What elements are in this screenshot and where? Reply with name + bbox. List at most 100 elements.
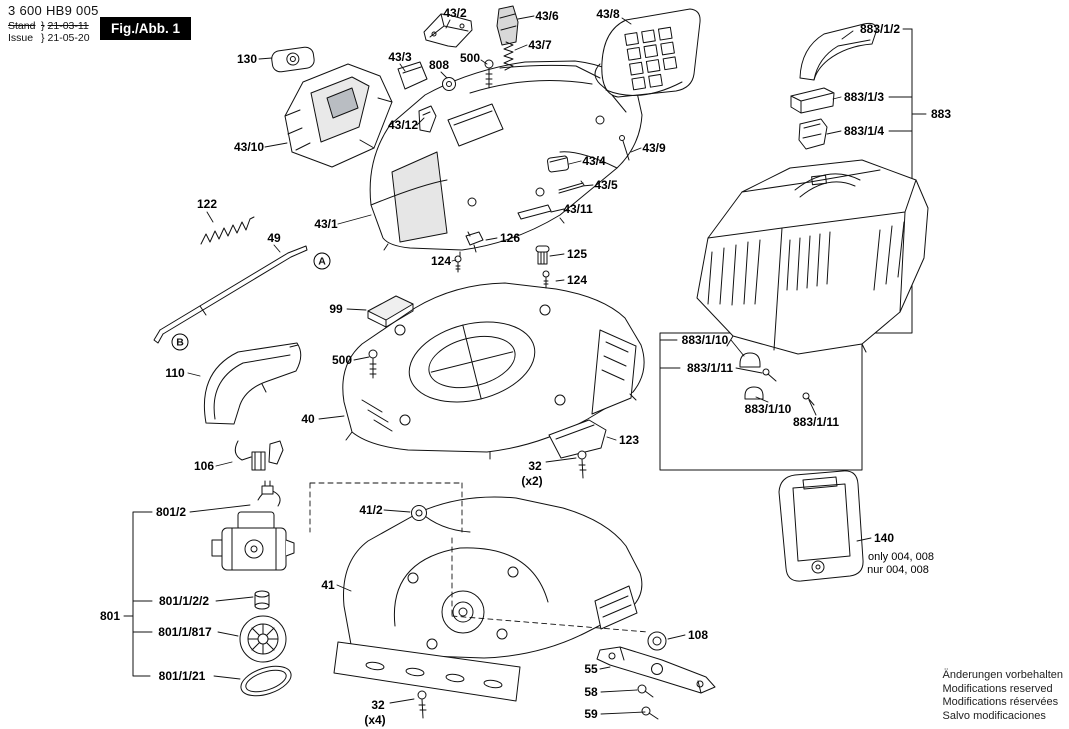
part-label-43-7: 43/7 (528, 38, 552, 52)
part-label-883-1-10: 883/1/10 (681, 333, 729, 347)
part-label-108: 108 (687, 628, 709, 642)
part-801-1-817-pulley (239, 615, 287, 663)
part-label-43-12: 43/12 (387, 118, 419, 132)
part-label-nur-004-008: nur 004, 008 (867, 564, 929, 576)
part-label-124: 124 (566, 273, 588, 287)
part-label-only-004-008: only 004, 008 (867, 551, 935, 563)
part-43-4 (547, 155, 569, 173)
part-43-5-pin (558, 180, 585, 194)
part-label-x4: (x4) (364, 713, 386, 727)
stand-row: Stand}21-03-11 (8, 20, 90, 32)
part-label-124: 124 (430, 254, 452, 268)
part-label-43-9: 43/9 (642, 141, 666, 155)
note-de: Änderungen vorbehalten (942, 669, 1063, 681)
revision-notes: Änderungen vorbehalten Modifications res… (943, 669, 1063, 723)
part-126-clip (465, 231, 484, 253)
part-label-500: 500 (331, 353, 353, 367)
brace: } (41, 32, 45, 44)
part-label-801-2: 801/2 (155, 505, 187, 519)
part-140-flap (778, 470, 864, 582)
part-883-1-10-domes (739, 352, 764, 400)
part-label-49: 49 (267, 231, 281, 245)
part-801-2-motor (211, 480, 295, 571)
issue-value: 21-05-20 (47, 32, 90, 44)
part-883-1-4 (798, 118, 828, 150)
view-marker-a: A (313, 252, 331, 270)
part-label-43-4: 43/4 (582, 154, 606, 168)
part-43-2-bracket (423, 13, 473, 48)
part-883-1-11-screws (762, 368, 815, 406)
part-801-1-2-2 (254, 590, 270, 610)
part-40-chassis (342, 282, 645, 460)
part-label-801-1-21: 801/1/21 (158, 669, 206, 683)
part-label-122: 122 (196, 197, 218, 211)
part-label-43-1: 43/1 (314, 217, 338, 231)
part-108-bolt (647, 631, 667, 651)
note-es: Salvo modificaciones (942, 709, 1046, 722)
part-label-883-1-4: 883/1/4 (843, 124, 885, 138)
part-label-43-2: 43/2 (443, 6, 467, 20)
group-bracket-lines (123, 28, 913, 677)
revision-block: Stand}21-03-11 Issue}21-05-20 (8, 20, 90, 44)
construction-lines (309, 482, 649, 633)
part-124-screw-2 (542, 270, 550, 289)
part-500-screw-2 (368, 349, 378, 379)
stand-value: 21-03-11 (47, 20, 89, 32)
part-label-130: 130 (236, 52, 258, 66)
stand-label: Stand (8, 20, 36, 32)
part-58-screw (637, 684, 654, 698)
part-125-knob (535, 245, 550, 265)
part-32-screw-1 (577, 450, 587, 479)
part-label-883: 883 (930, 107, 952, 121)
part-label-883-1-11: 883/1/11 (792, 415, 840, 429)
part-label-801-1-2-2: 801/1/2/2 (158, 594, 210, 608)
issue-row: Issue}21-05-20 (8, 32, 90, 44)
part-label-126: 126 (499, 231, 521, 245)
part-801-1-21-belt (240, 665, 292, 697)
part-808 (442, 77, 456, 91)
note-en: Modifications reserved (942, 682, 1053, 695)
part-43-11-strip (517, 204, 552, 220)
part-43-9-pin (619, 135, 630, 161)
part-label-123: 123 (618, 433, 640, 447)
part-label-43-8: 43/8 (596, 7, 620, 21)
part-label-32: 32 (528, 459, 542, 473)
part-99-foam (367, 295, 414, 328)
part-43-6 (496, 5, 519, 46)
part-41-lower-deck (333, 496, 643, 702)
part-label-59: 59 (584, 707, 598, 721)
document-number: 3 600 HB9 005 (8, 3, 99, 18)
part-122-spring (200, 216, 255, 245)
part-label-41: 41 (321, 578, 335, 592)
part-label-55: 55 (584, 662, 598, 676)
part-43-10-rear-cover (284, 63, 393, 168)
part-500-screw-top (484, 59, 494, 89)
part-label-801: 801 (99, 609, 121, 623)
part-label-106: 106 (193, 459, 215, 473)
part-label-32: 32 (371, 698, 385, 712)
part-label-40: 40 (301, 412, 315, 426)
part-label-808: 808 (428, 58, 450, 72)
part-label-140: 140 (873, 531, 895, 545)
part-124-screw-1 (454, 255, 462, 273)
part-59-screw (641, 706, 659, 720)
part-883-1-3 (790, 87, 835, 114)
part-43-7-spring (503, 41, 514, 71)
figure-label: Fig./Abb. 1 (100, 17, 191, 40)
part-55-blade (596, 646, 716, 694)
part-label-883-1-2: 883/1/2 (859, 22, 901, 36)
part-43-3-flap (397, 61, 428, 90)
part-43-8-keypad (594, 8, 701, 98)
part-label-500: 500 (459, 51, 481, 65)
part-130-cover (271, 46, 315, 73)
part-123-flap (548, 419, 607, 459)
part-41-2-grommet (411, 505, 427, 521)
part-label-43-5: 43/5 (594, 178, 618, 192)
part-label-883-1-10: 883/1/10 (744, 402, 792, 416)
part-label-43-10: 43/10 (233, 140, 265, 154)
brace: } (41, 20, 45, 32)
part-label-883-1-3: 883/1/3 (843, 90, 885, 104)
part-label-58: 58 (584, 685, 598, 699)
